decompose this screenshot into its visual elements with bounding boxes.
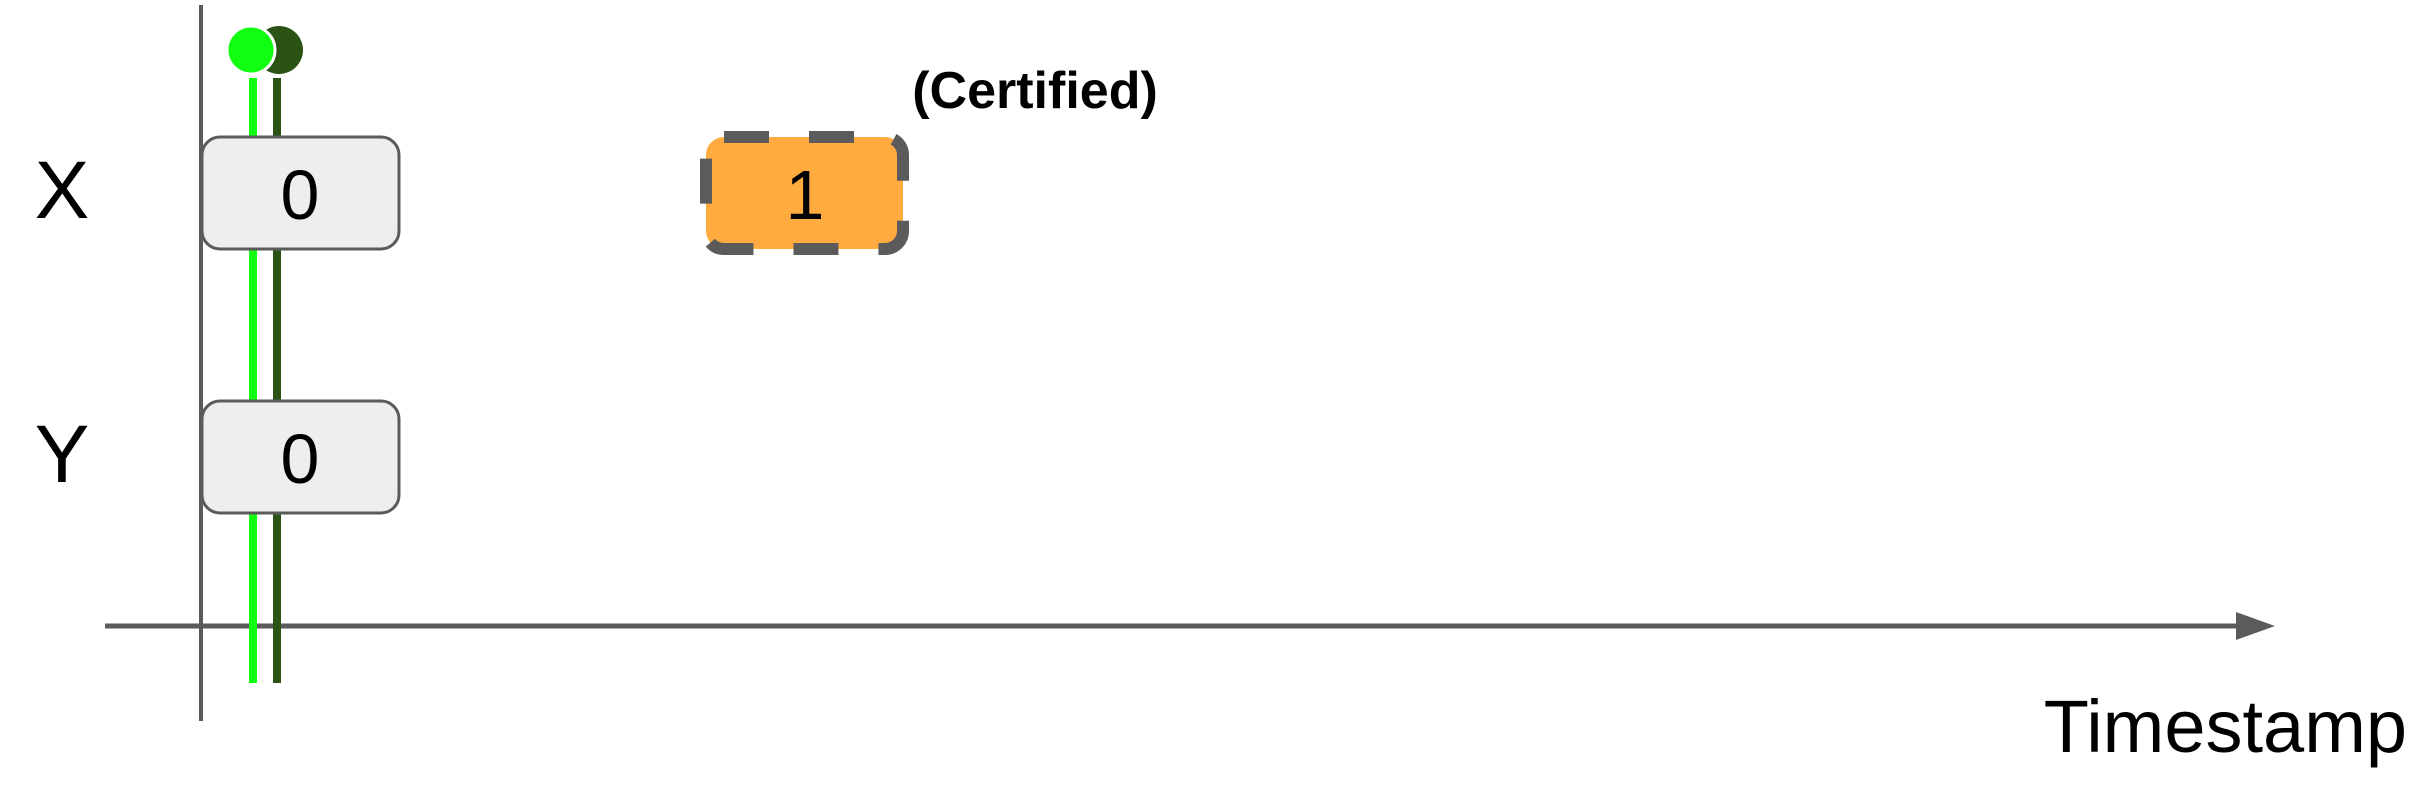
y-value: 0 (281, 420, 320, 498)
x-value: 0 (281, 156, 320, 234)
row-label-x: X (35, 145, 90, 236)
pending-write-value: 1 (786, 156, 825, 234)
x-axis-label: Timestamp (2044, 685, 2407, 768)
time-axis-arrowhead (2236, 612, 2275, 640)
x-value-box[interactable] (200, 135, 401, 251)
certified-annotation: (Certified) (912, 62, 1158, 120)
y-value-box[interactable] (200, 399, 401, 515)
pending-write-box[interactable] (700, 131, 909, 255)
row-label-y: Y (35, 409, 90, 500)
light-green-marker[interactable] (225, 24, 277, 76)
